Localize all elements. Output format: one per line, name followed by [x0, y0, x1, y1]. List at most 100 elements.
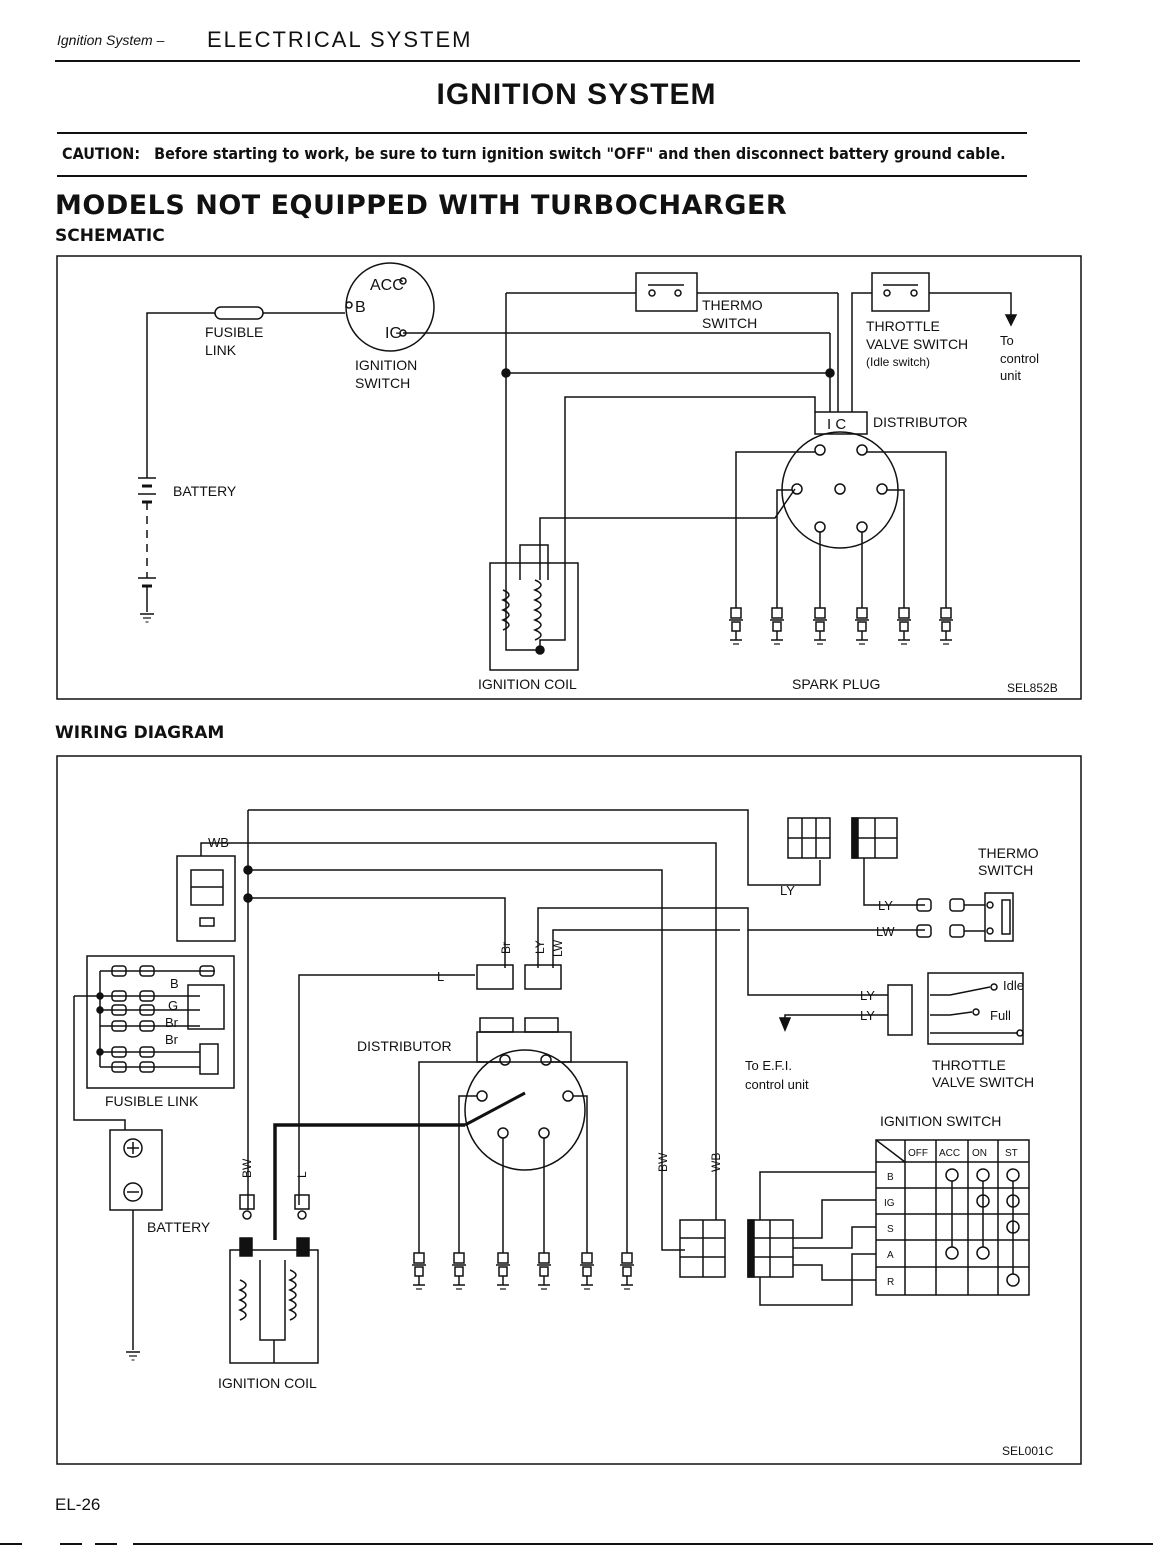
col-on: ON: [972, 1148, 987, 1159]
header-rule: [55, 60, 1080, 62]
ly2-label: LY: [878, 898, 893, 913]
battery-label: BATTERY: [173, 483, 237, 499]
spark-plug-label: SPARK PLUG: [792, 676, 880, 692]
models-heading: MODELS NOT EQUIPPED WITH TURBOCHARGER: [55, 190, 788, 221]
fusible-link-symbol: [214, 306, 264, 320]
ignition-switch-label-2: SWITCH: [355, 375, 410, 391]
lw2-label: LW: [876, 924, 895, 939]
fusible-link-label: FUSIBLE LINK: [105, 1093, 199, 1109]
to-label: To: [1000, 333, 1014, 348]
schematic-code: SEL852B: [1007, 681, 1058, 695]
distributor-label: DISTRIBUTOR: [873, 414, 968, 430]
link-label: LINK: [205, 342, 237, 358]
b-terminal: B: [355, 299, 366, 316]
thermo-label: THERMO: [702, 297, 763, 313]
fl-g-label: G: [168, 998, 178, 1013]
l2-label: L: [295, 1171, 309, 1178]
ig-terminal: IG: [385, 325, 402, 342]
wiring-throttle-switch: [927, 972, 1024, 1045]
wiring-code: SEL001C: [1002, 1444, 1054, 1458]
ic-module-symbol: [814, 411, 868, 435]
schematic-labels: FUSIBLE LINK BATTERY IGNITION SWITCH ACC…: [173, 277, 1058, 695]
idle-label: Idle: [1003, 978, 1024, 993]
thermo-switch-label: SWITCH: [978, 862, 1033, 878]
bw-label: BW: [240, 1158, 254, 1178]
page-title: IGNITION SYSTEM: [436, 78, 717, 111]
wiring-coil-label: IGNITION COIL: [218, 1375, 317, 1391]
footer-dash: [0, 1543, 22, 1545]
ignition-coil-label: IGNITION COIL: [478, 676, 577, 692]
wb2-label: WB: [709, 1153, 723, 1172]
distributor-symbol: [781, 431, 899, 549]
row-b: B: [887, 1172, 894, 1183]
distributor-label: DISTRIBUTOR: [357, 1038, 452, 1054]
col-acc: ACC: [939, 1148, 960, 1159]
caution-bottom-rule: [57, 175, 1027, 177]
wiring-diagram: [56, 755, 1082, 1465]
ignition-switch-table: [875, 1139, 1030, 1296]
throttle-label-2: VALVE SWITCH: [866, 336, 968, 352]
caution-note: CAUTION: Before starting to work, be sure…: [62, 144, 1006, 163]
battery-label: BATTERY: [147, 1219, 211, 1235]
section-label: Ignition System –: [57, 32, 165, 48]
throttle-switch-symbol: [871, 272, 930, 312]
ly3-label: LY: [860, 988, 875, 1003]
control-label: control: [1000, 351, 1039, 366]
row-ig: IG: [884, 1198, 895, 1209]
battery-box: [109, 1129, 163, 1211]
throttle-label: THROTTLE: [866, 318, 940, 334]
ic-label: I C: [827, 416, 846, 433]
l-wire-label: L: [437, 969, 444, 984]
fusible-link-box: [86, 955, 235, 1089]
acc-terminal: ACC: [370, 277, 404, 294]
footer-rule: [133, 1543, 1153, 1545]
ly4-label: LY: [860, 1008, 875, 1023]
ly-label: LY: [780, 883, 795, 898]
page-number: EL-26: [55, 1495, 101, 1514]
to-efi-label: To E.F.I.: [745, 1058, 792, 1073]
battery-feed-wire: [146, 312, 215, 478]
wiring-distributor-symbol: [464, 1049, 586, 1171]
wiring-thermo-switch: [984, 892, 1014, 942]
br-wire-label: Br: [499, 942, 513, 954]
row-r: R: [887, 1277, 894, 1288]
bw2-label: BW: [656, 1152, 670, 1172]
thermo-label: THERMO: [978, 845, 1039, 861]
ly-wire-label: LY: [533, 940, 547, 954]
wiring-spark-plugs: [125, 1244, 635, 1361]
wiring-labels: WB B G Br Br FUSIBLE LINK BATTERY L Br L…: [105, 835, 1054, 1458]
schematic-spark-plugs: [728, 599, 954, 645]
throttle-label-2: VALVE SWITCH: [932, 1074, 1034, 1090]
fl-br2-label: Br: [165, 1032, 179, 1047]
thermo-switch-symbol: [635, 272, 698, 312]
full-label: Full: [990, 1008, 1011, 1023]
row-s: S: [887, 1224, 894, 1235]
wiring-heading: WIRING DIAGRAM: [55, 723, 225, 743]
footer-dash: [60, 1543, 82, 1545]
schematic-diagram: [56, 255, 1082, 700]
section-title: ELECTRICAL SYSTEM: [207, 27, 473, 52]
ignition-switch-label: IGNITION SWITCH: [880, 1113, 1001, 1129]
fusible-label: FUSIBLE: [205, 324, 263, 340]
col-off: OFF: [908, 1148, 928, 1159]
caution-text: Before starting to work, be sure to turn…: [154, 144, 1006, 163]
throttle-connector: [887, 984, 913, 1036]
fl-br-label: Br: [165, 1015, 179, 1030]
ignition-switch-label: IGNITION: [355, 357, 417, 373]
row-a: A: [887, 1250, 894, 1261]
fuse-block-top: [176, 855, 236, 942]
wiring-frame: [56, 755, 1082, 1465]
lw-wire-label: LW: [551, 939, 565, 957]
fusible-link-rows: [73, 965, 225, 1130]
unit-label: unit: [1000, 368, 1021, 383]
throttle-label-3: (Idle switch): [866, 355, 930, 369]
schematic-heading: SCHEMATIC: [55, 226, 165, 246]
col-st: ST: [1005, 1148, 1018, 1159]
ignition-coil-symbol: [489, 562, 579, 671]
wb-label: WB: [208, 835, 229, 850]
fl-b-label: B: [170, 976, 179, 991]
thermo-switch-label: SWITCH: [702, 315, 757, 331]
schematic-frame: [56, 255, 1082, 700]
caution-label: CAUTION:: [62, 144, 141, 163]
battery-symbol: [138, 477, 156, 612]
